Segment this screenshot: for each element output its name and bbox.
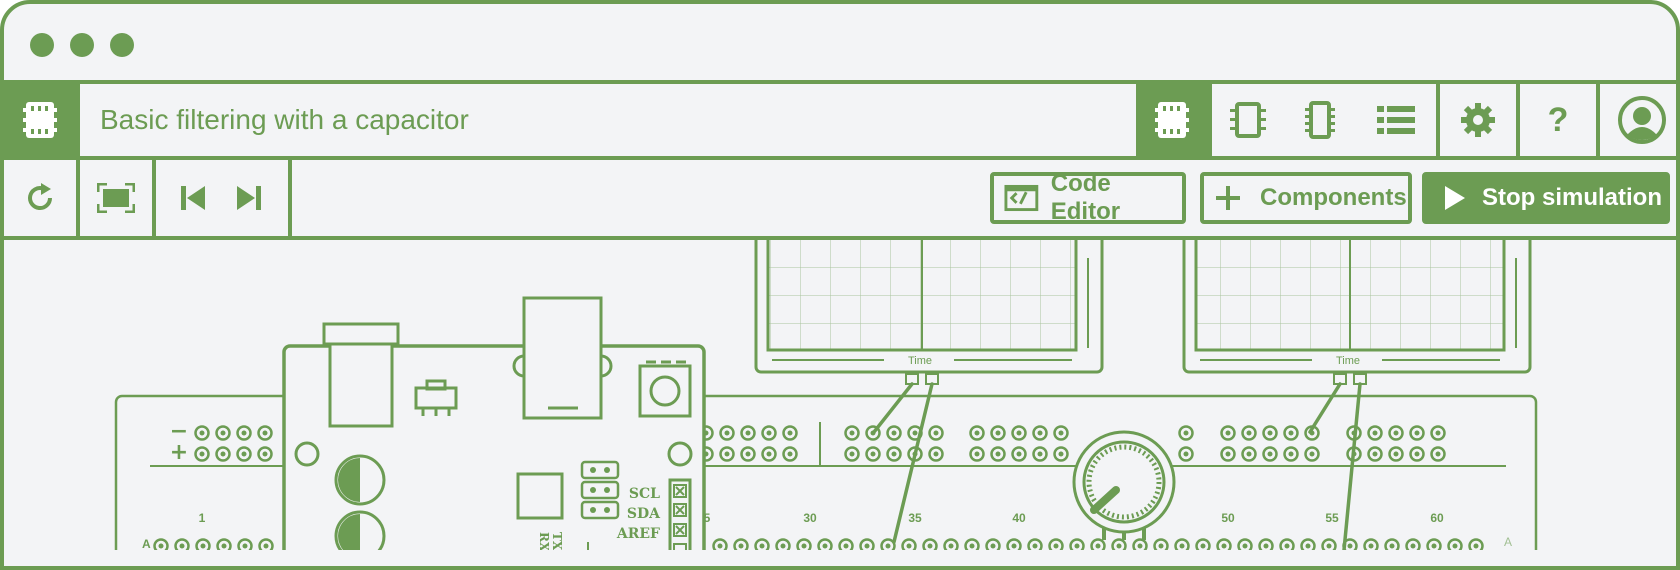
- scope-2-time-label: Time: [1336, 355, 1360, 367]
- divider: [1596, 84, 1600, 156]
- probe-wires: [872, 382, 1362, 550]
- pin-label-aref: AREF: [616, 526, 660, 542]
- chip-icon: [23, 102, 57, 138]
- column-number-40: 40: [1012, 511, 1026, 525]
- window-titlebar: [4, 4, 1676, 80]
- components-button[interactable]: Components: [1200, 172, 1412, 224]
- column-number-35: 35: [908, 511, 922, 525]
- scope-1-time-label: Time: [908, 355, 932, 367]
- oscilloscope-2[interactable]: Time: [1182, 240, 1532, 385]
- column-number-30: 30: [803, 511, 817, 525]
- restart-button[interactable]: [4, 160, 76, 236]
- divider: [1516, 84, 1520, 156]
- row-letter-left: A: [142, 537, 151, 550]
- circuit-canvas[interactable]: Time Time − +: [4, 240, 1676, 550]
- stop-simulation-button[interactable]: Stop simulation: [1422, 172, 1670, 224]
- list-view-button[interactable]: [1356, 84, 1436, 156]
- plus-icon: [1216, 186, 1240, 210]
- help-button[interactable]: ?: [1547, 100, 1569, 139]
- play-icon: [1445, 186, 1465, 210]
- list-icon: [1377, 106, 1415, 134]
- fit-screen-icon: [97, 183, 135, 213]
- stop-simulation-label: Stop simulation: [1482, 184, 1662, 211]
- oscilloscope-1[interactable]: Time: [754, 240, 1104, 385]
- window-maximize-dot[interactable]: [110, 33, 134, 57]
- skip-back-icon: [181, 186, 205, 210]
- column-number-55: 55: [1325, 511, 1339, 525]
- divider: [288, 160, 292, 236]
- pin-label-sda: SDA: [627, 506, 661, 522]
- divider: [76, 160, 80, 236]
- components-view-button[interactable]: [1284, 84, 1356, 156]
- arduino-header-pins: [668, 478, 692, 550]
- column-number-1: 1: [199, 511, 206, 525]
- divider: [1436, 84, 1440, 156]
- rail-minus-label: −: [170, 419, 188, 444]
- column-number-60: 60: [1430, 511, 1444, 525]
- circuit-drawing: Time Time − +: [114, 240, 1538, 550]
- window-close-dot[interactable]: [30, 33, 54, 57]
- board-view-button[interactable]: [1136, 84, 1208, 156]
- skip-forward-icon: [237, 186, 261, 210]
- home-chip-button[interactable]: [4, 84, 76, 156]
- column-number-50: 50: [1221, 511, 1235, 525]
- rail-plus-label: +: [170, 440, 188, 465]
- divider: [152, 160, 156, 236]
- code-editor-label: Code Editor: [1050, 170, 1121, 225]
- divider: [76, 84, 80, 156]
- gear-icon: [1461, 103, 1495, 137]
- arduino-board[interactable]: SCL SDA AREF TX RX: [282, 296, 706, 550]
- fit-screen-button[interactable]: [80, 160, 152, 236]
- window-minimize-dot[interactable]: [70, 33, 94, 57]
- potentiometer[interactable]: [1072, 430, 1176, 540]
- divider: [1208, 84, 1212, 156]
- user-account-button[interactable]: [1600, 84, 1676, 156]
- row-letter-right: A: [1504, 535, 1512, 549]
- project-title: Basic filtering with a capacitor: [100, 104, 469, 135]
- pin-label-tx: TX: [550, 532, 564, 550]
- chip-icon: [1155, 102, 1189, 138]
- pin-label-scl: SCL: [629, 486, 660, 502]
- cpu-view-button[interactable]: [1212, 84, 1284, 156]
- simulation-toolbar: Code Editor Components Stop simulation: [4, 160, 1676, 240]
- step-back-button[interactable]: [176, 160, 212, 236]
- code-icon: [1004, 184, 1039, 212]
- refresh-icon: [28, 183, 53, 211]
- settings-button[interactable]: [1440, 84, 1516, 156]
- step-forward-button[interactable]: [230, 160, 266, 236]
- column-number-5: 5: [704, 511, 711, 525]
- pin-label-rx: RX: [537, 532, 551, 550]
- component-icon: [1305, 101, 1335, 139]
- cpu-icon: [1230, 102, 1266, 138]
- user-avatar-icon: [1618, 96, 1666, 144]
- code-editor-button[interactable]: Code Editor: [990, 170, 1186, 225]
- components-label: Components: [1260, 184, 1407, 211]
- project-header: Basic filtering with a capacitor: [4, 80, 1676, 160]
